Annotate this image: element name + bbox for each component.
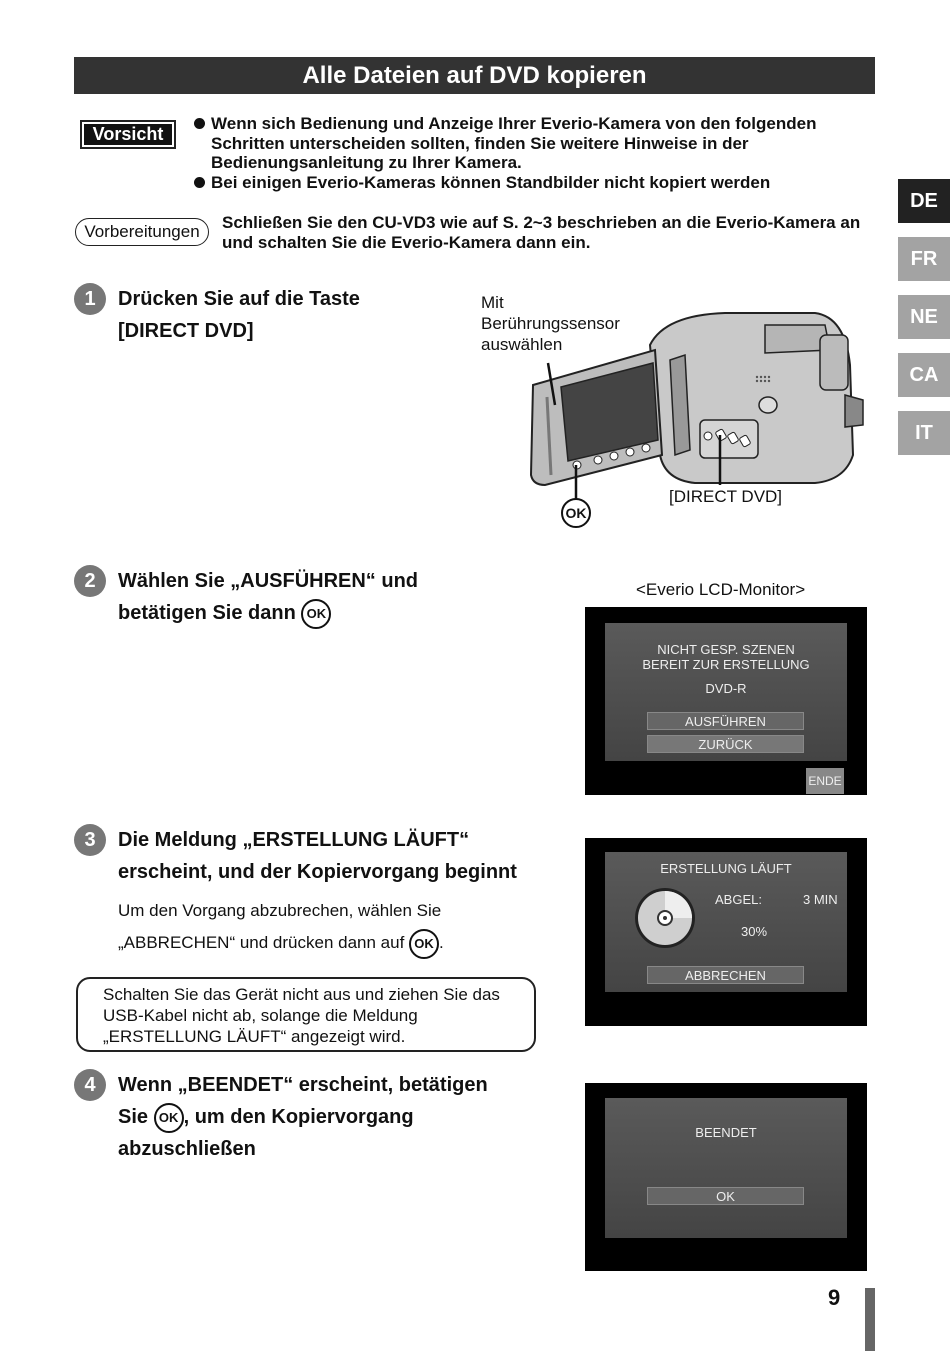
cancel-button[interactable]: ABBRECHEN <box>647 966 804 984</box>
step-line: , um den Kopiervorgang <box>183 1106 414 1128</box>
step-description: Um den Vorgang abzubrechen, wählen Sie „… <box>118 895 538 959</box>
touch-sensor-label: Mit Berührungssensor auswählen <box>481 292 620 355</box>
back-button[interactable]: ZURÜCK <box>647 735 804 753</box>
lcd-screen-finished: BEENDET OK <box>585 1083 867 1271</box>
screen-dialog: ERSTELLUNG LÄUFT ABGEL: 3 MIN 30% ABBREC… <box>605 852 847 992</box>
touch-label-line: Berührungssensor <box>481 314 620 333</box>
step-number: 1 <box>74 283 106 315</box>
step-heading: Wählen Sie „AUSFÜHREN“ und betätigen Sie… <box>118 565 478 629</box>
step-number: 3 <box>74 824 106 856</box>
tab-language-fr[interactable]: FR <box>898 237 950 281</box>
screen-text: NICHT GESP. SZENEN <box>657 642 795 657</box>
step-heading: Die Meldung „ERSTELLUNG LÄUFT“ erscheint… <box>118 824 558 888</box>
screen-dialog: BEENDET OK <box>605 1098 847 1238</box>
ok-button[interactable]: OK <box>647 1187 804 1205</box>
step-line: Die Meldung „ERSTELLUNG LÄUFT“ <box>118 829 470 851</box>
page-number: 9 <box>828 1285 841 1310</box>
touch-label-line: auswählen <box>481 335 563 354</box>
caution-badge: Vorsicht <box>80 120 176 149</box>
tab-language-ne[interactable]: NE <box>898 295 950 339</box>
step-line: Wenn „BEENDET“ erscheint, betätigen <box>118 1074 488 1096</box>
step-number: 2 <box>74 565 106 597</box>
step-line: Sie <box>118 1106 149 1128</box>
step-line: Wählen Sie „AUSFÜHREN“ und <box>118 570 419 592</box>
screen-dialog: NICHT GESP. SZENEN BEREIT ZUR ERSTELLUNG… <box>605 623 847 761</box>
caution-item: Bei einigen Everio-Kameras können Standb… <box>193 173 883 193</box>
lcd-screen-progress: ERSTELLUNG LÄUFT ABGEL: 3 MIN 30% ABBREC… <box>585 838 867 1026</box>
step-line: erscheint, und der Kopiervorgang beginnt <box>118 861 517 883</box>
monitor-label: <Everio LCD-Monitor> <box>636 580 806 599</box>
step-line: Drücken Sie auf die Taste <box>118 288 360 310</box>
page-title: Alle Dateien auf DVD kopieren <box>74 57 875 94</box>
step-line: betätigen Sie dann <box>118 602 296 624</box>
desc-line: „ABBRECHEN“ und drücken dann auf <box>118 933 405 952</box>
step-number: 4 <box>74 1069 106 1101</box>
screen-text: BEREIT ZUR ERSTELLUNG <box>642 657 810 672</box>
progress-percent: 30% <box>741 924 768 939</box>
remaining-label: ABGEL: <box>715 892 762 907</box>
step-heading: Wenn „BEENDET“ erscheint, betätigen Sie … <box>118 1069 558 1165</box>
desc-line: Um den Vorgang abzubrechen, wählen Sie <box>118 901 442 920</box>
ok-icon: OK <box>153 1102 184 1133</box>
execute-button[interactable]: AUSFÜHREN <box>647 712 804 730</box>
tab-language-ca[interactable]: CA <box>898 353 950 397</box>
ok-icon: OK <box>301 598 332 629</box>
warning-note: Schalten Sie das Gerät nicht aus und zie… <box>76 977 536 1052</box>
preparation-text: Schließen Sie den CU-VD3 wie auf S. 2~3 … <box>222 213 861 252</box>
preparation-badge: Vorbereitungen <box>75 218 209 246</box>
caution-item: Wenn sich Bedienung und Anzeige Ihrer Ev… <box>193 114 883 173</box>
screen-text: BEENDET <box>695 1125 757 1140</box>
disc-icon <box>635 888 695 948</box>
camcorder-illustration <box>529 312 864 500</box>
tab-language-de[interactable]: DE <box>898 179 950 223</box>
tab-language-it[interactable]: IT <box>898 411 950 455</box>
page-marker-bar <box>865 1288 875 1351</box>
step-line: [DIRECT DVD] <box>118 320 254 342</box>
direct-dvd-label: [DIRECT DVD] <box>669 487 783 506</box>
screen-title: ERSTELLUNG LÄUFT <box>660 861 792 876</box>
ok-button-icon: OK <box>561 498 591 528</box>
end-button[interactable]: ENDE <box>806 768 844 794</box>
step-line: abzuschließen <box>118 1138 256 1160</box>
media-type: DVD-R <box>705 681 747 696</box>
touch-label-line: Mit <box>481 293 504 312</box>
step-heading: Drücken Sie auf die Taste [DIRECT DVD] <box>118 283 458 347</box>
caution-label: Vorsicht <box>84 124 172 145</box>
ok-icon: OK <box>409 928 440 959</box>
caution-list: Wenn sich Bedienung und Anzeige Ihrer Ev… <box>193 114 883 192</box>
remaining-value: 3 MIN <box>803 892 838 907</box>
lcd-screen-confirm: NICHT GESP. SZENEN BEREIT ZUR ERSTELLUNG… <box>585 607 867 795</box>
